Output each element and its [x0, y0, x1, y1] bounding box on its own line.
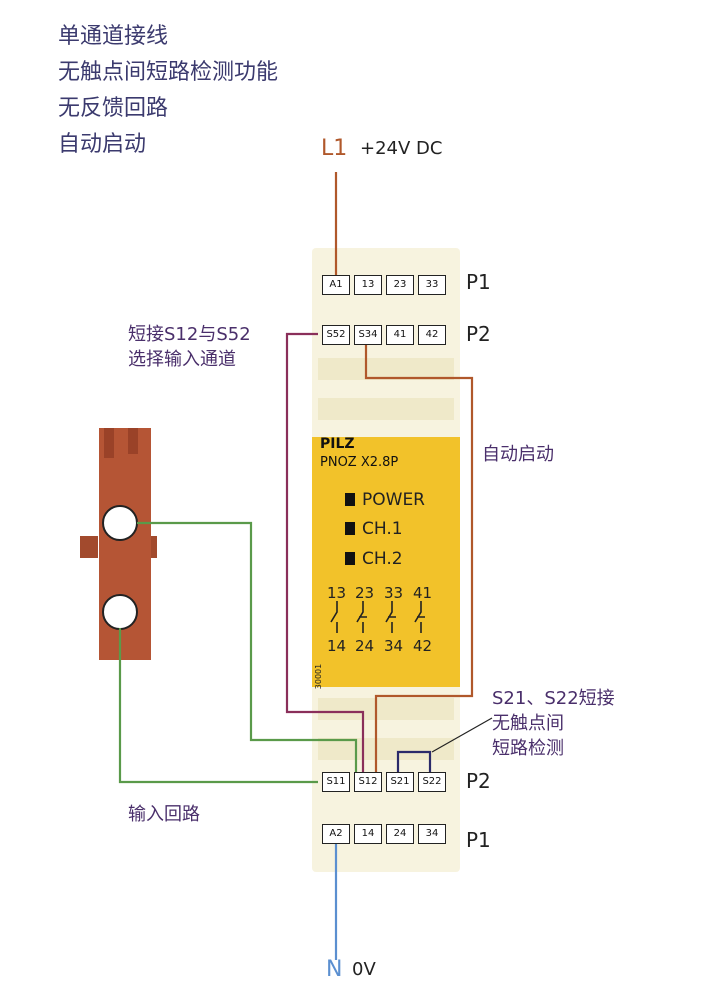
l1-label: L1: [321, 136, 348, 161]
title-line-1: 单通道接线: [58, 24, 169, 49]
led-ch1-label: CH.1: [362, 519, 403, 539]
contact-top-33: 33: [384, 584, 404, 602]
terminal-34: 34: [418, 824, 446, 844]
led-indicator: [345, 493, 355, 506]
led-power-label: POWER: [362, 490, 425, 510]
terminal-s34: S34: [354, 325, 382, 345]
terminal-42: 42: [418, 325, 446, 345]
annotation-s21-s22-line1: S21、S22短接: [492, 688, 615, 709]
led-ch2-label: CH.2: [362, 549, 403, 569]
terminal-41: 41: [386, 325, 414, 345]
annotation-leader: [431, 717, 493, 753]
annotation-jumper-line1: 短接S12与S52: [128, 324, 251, 345]
led-ch1: CH.1: [345, 519, 403, 539]
terminal-33: 33: [418, 275, 446, 295]
wire-jumper-s52-s12: [285, 332, 365, 772]
row-label-bottom-p2: P2: [466, 769, 491, 793]
terminal-13: 13: [354, 275, 382, 295]
terminal-a2: A2: [322, 824, 350, 844]
terminal-23: 23: [386, 275, 414, 295]
estop-device: [80, 428, 157, 660]
contact-top-41: 41: [413, 584, 433, 602]
contact-bottom-42: 42: [413, 637, 433, 655]
annotation-s21-s22-line2: 无触点间: [492, 713, 564, 734]
annotation-jumper-line2: 选择输入通道: [128, 349, 236, 370]
model-label: PNOZ X2.8P: [320, 455, 399, 470]
title-line-4: 自动启动: [58, 132, 147, 157]
wire-input-loop: [118, 521, 358, 784]
row-label-top-p1: P1: [466, 270, 491, 294]
wire-jumper-s21-s22: [396, 750, 432, 772]
title-line-2: 无触点间短路检测功能: [58, 60, 279, 85]
terminal-s11: S11: [322, 772, 350, 792]
side-code: 30001: [314, 663, 324, 690]
faded-terminal-row-bottom-2: [318, 738, 454, 760]
n-voltage-label: 0V: [352, 959, 376, 980]
terminal-s52: S52: [322, 325, 350, 345]
row-label-bottom-p1: P1: [466, 828, 491, 852]
contact-top-23: 23: [355, 584, 375, 602]
title-line-3: 无反馈回路: [58, 96, 169, 121]
wire-auto-start: [364, 345, 474, 772]
led-indicator: [345, 552, 355, 565]
terminal-s12: S12: [354, 772, 382, 792]
led-ch2: CH.2: [345, 549, 403, 569]
contact-bottom-14: 14: [327, 637, 347, 655]
terminal-a1: A1: [322, 275, 350, 295]
brand-logo: PILZ: [320, 436, 355, 452]
row-label-top-p2: P2: [466, 322, 491, 346]
l1-voltage-label: +24V DC: [360, 138, 443, 159]
contact-bottom-34: 34: [384, 637, 404, 655]
terminal-14: 14: [354, 824, 382, 844]
led-power: POWER: [345, 490, 425, 510]
annotation-input-loop: 输入回路: [128, 804, 200, 825]
module-front-panel: [312, 437, 460, 687]
terminal-s21: S21: [386, 772, 414, 792]
contact-symbols: [330, 601, 425, 633]
led-indicator: [345, 522, 355, 535]
faded-terminal-row-top-1: [318, 358, 454, 380]
contact-top-13: 13: [327, 584, 347, 602]
n-label: N: [326, 957, 343, 982]
terminal-s22: S22: [418, 772, 446, 792]
terminal-24: 24: [386, 824, 414, 844]
annotation-s21-s22-line3: 短路检测: [492, 738, 564, 759]
contact-bottom-24: 24: [355, 637, 375, 655]
faded-terminal-row-top-2: [318, 398, 454, 420]
faded-terminal-row-bottom-1: [318, 698, 454, 720]
annotation-auto-start: 自动启动: [482, 444, 554, 465]
